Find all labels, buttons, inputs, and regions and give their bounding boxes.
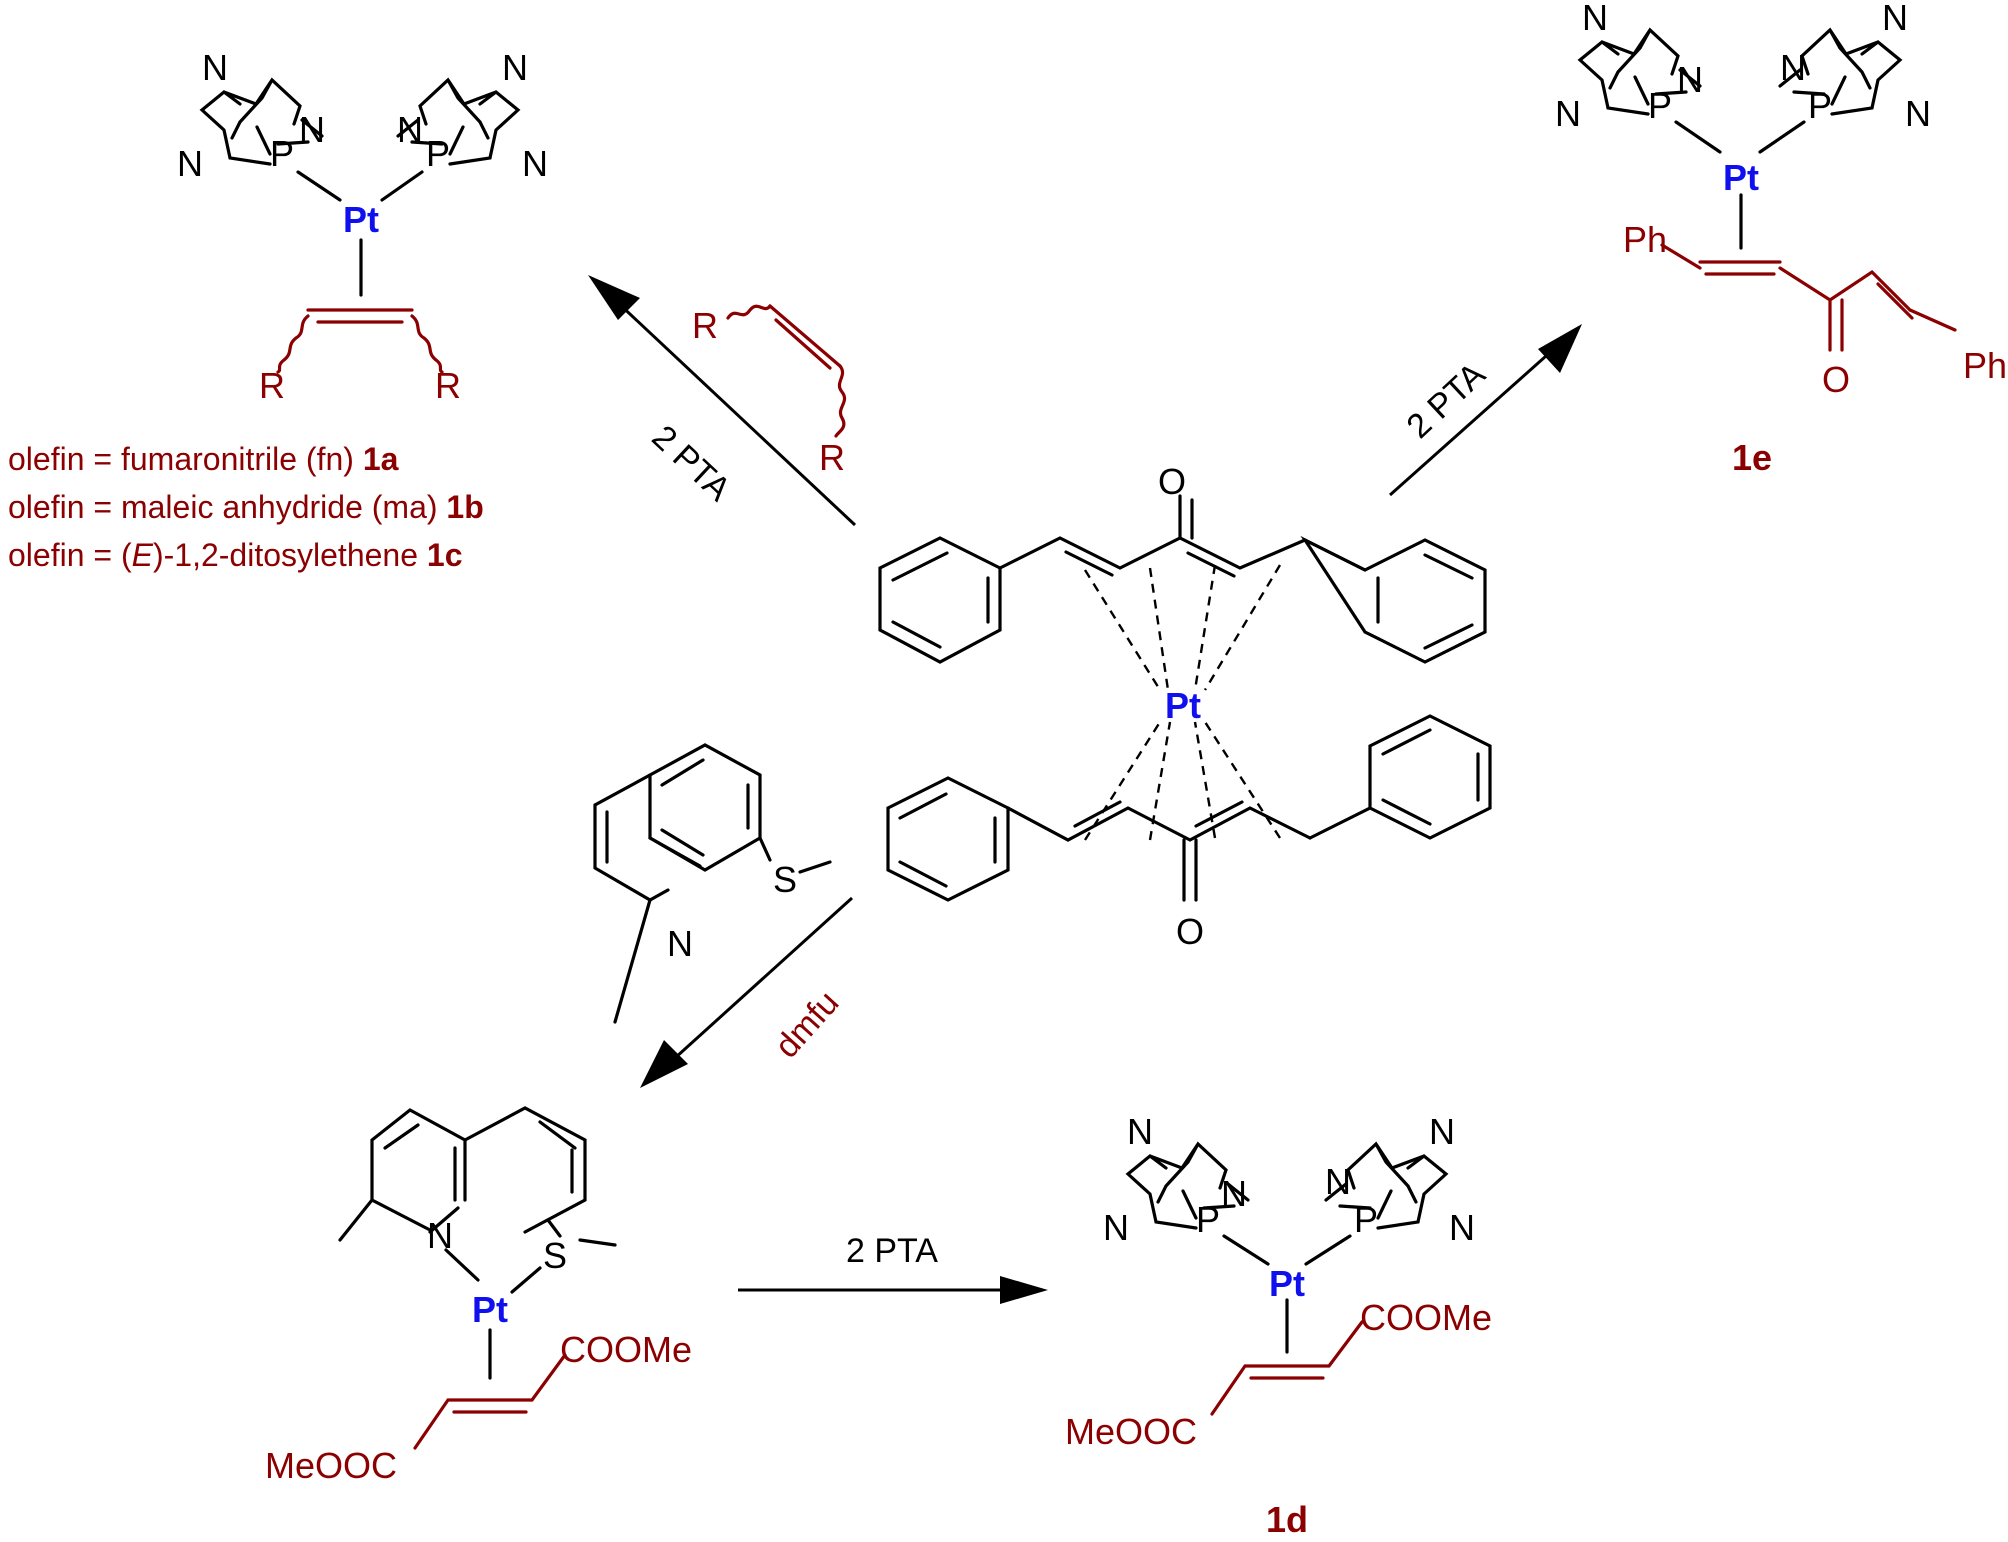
- r-left-1abc: R: [259, 365, 285, 406]
- pta6-n-right: N: [1449, 1207, 1475, 1248]
- pta1-p: P: [270, 133, 294, 174]
- product-1e: [1578, 28, 1957, 352]
- olefin-def-1a: olefin = fumaronitrile (fn) 1a: [8, 441, 399, 477]
- pta2-n-mid: N: [397, 109, 423, 150]
- ph-left-1e: Ph: [1623, 219, 1667, 260]
- ketone-o-1e: O: [1822, 359, 1850, 400]
- coome-1d: COOMe: [1360, 1297, 1492, 1338]
- pta6-n-top: N: [1429, 1111, 1455, 1152]
- olefin-reagent: [726, 304, 847, 438]
- pta2-p: P: [426, 133, 450, 174]
- pta4-n-top: N: [1882, 0, 1908, 38]
- label-1d: 1d: [1266, 1499, 1308, 1540]
- pta5-n-left: N: [1103, 1207, 1129, 1248]
- arrow-to-1e: [1389, 324, 1582, 497]
- pt-atom-1d: Pt: [1269, 1263, 1305, 1304]
- r-right-1abc: R: [435, 365, 461, 406]
- olefin-def-1c: olefin = (E)-1,2-ditosylethene 1c: [8, 537, 462, 573]
- pt-atom-center: Pt: [1165, 685, 1201, 726]
- pta6-p: P: [1354, 1199, 1378, 1240]
- arrow-to-intermediate: [640, 896, 854, 1088]
- pta1-n-left: N: [177, 143, 203, 184]
- condition-dmfu: dmfu: [768, 984, 847, 1066]
- pt-dba-complex: [878, 494, 1492, 902]
- pt-atom-1e: Pt: [1723, 157, 1759, 198]
- ketone-o-top: O: [1158, 461, 1186, 502]
- olefin-def-1b: olefin = maleic anhydride (ma) 1b: [8, 489, 484, 525]
- arrow-to-1d: [738, 1276, 1048, 1304]
- pta3-n-left: N: [1555, 93, 1581, 134]
- pta1-n-top: N: [202, 47, 228, 88]
- pta4-n-mid: N: [1780, 47, 1806, 88]
- quinoline-n-intermediate: N: [427, 1215, 453, 1256]
- meooc-intermediate: MeOOC: [265, 1445, 397, 1486]
- olefin-r-left: R: [692, 305, 718, 346]
- pta4-n-right: N: [1905, 93, 1931, 134]
- meooc-1d: MeOOC: [1065, 1411, 1197, 1452]
- thioether-s-reagent: S: [773, 859, 797, 900]
- condition-2pta-1abc: 2 PTA: [645, 418, 738, 509]
- thioether-s-intermediate: S: [543, 1235, 567, 1276]
- pt-atom-1abc: Pt: [343, 199, 379, 240]
- pt-quinoline-dmfu-intermediate: [338, 1106, 617, 1450]
- pta2-n-right: N: [522, 143, 548, 184]
- product-1d: [1126, 1142, 1448, 1416]
- pta5-p: P: [1196, 1199, 1220, 1240]
- pta5-n-mid: N: [1221, 1173, 1247, 1214]
- pta2-n-top: N: [502, 47, 528, 88]
- pta3-p: P: [1648, 85, 1672, 126]
- quinoline-thioether-reagent: [593, 743, 832, 1024]
- pta4-p: P: [1808, 85, 1832, 126]
- quinoline-n-reagent: N: [667, 923, 693, 964]
- ph-right-1e: Ph: [1963, 345, 2007, 386]
- label-1e: 1e: [1732, 437, 1772, 478]
- pta1-n-mid: N: [299, 109, 325, 150]
- pt-atom-intermediate: Pt: [472, 1289, 508, 1330]
- condition-2pta-1d: 2 PTA: [846, 1232, 938, 1270]
- pta6-n-mid: N: [1325, 1161, 1351, 1202]
- arrow-to-1abc: [588, 275, 857, 527]
- product-1abc: [200, 78, 520, 374]
- olefin-r-right: R: [819, 437, 845, 478]
- pta5-n-top: N: [1127, 1111, 1153, 1152]
- pta3-n-mid: N: [1677, 59, 1703, 100]
- coome-intermediate: COOMe: [560, 1329, 692, 1370]
- ketone-o-bottom: O: [1176, 911, 1204, 952]
- pta3-n-top: N: [1582, 0, 1608, 38]
- condition-2pta-1e: 2 PTA: [1400, 355, 1493, 446]
